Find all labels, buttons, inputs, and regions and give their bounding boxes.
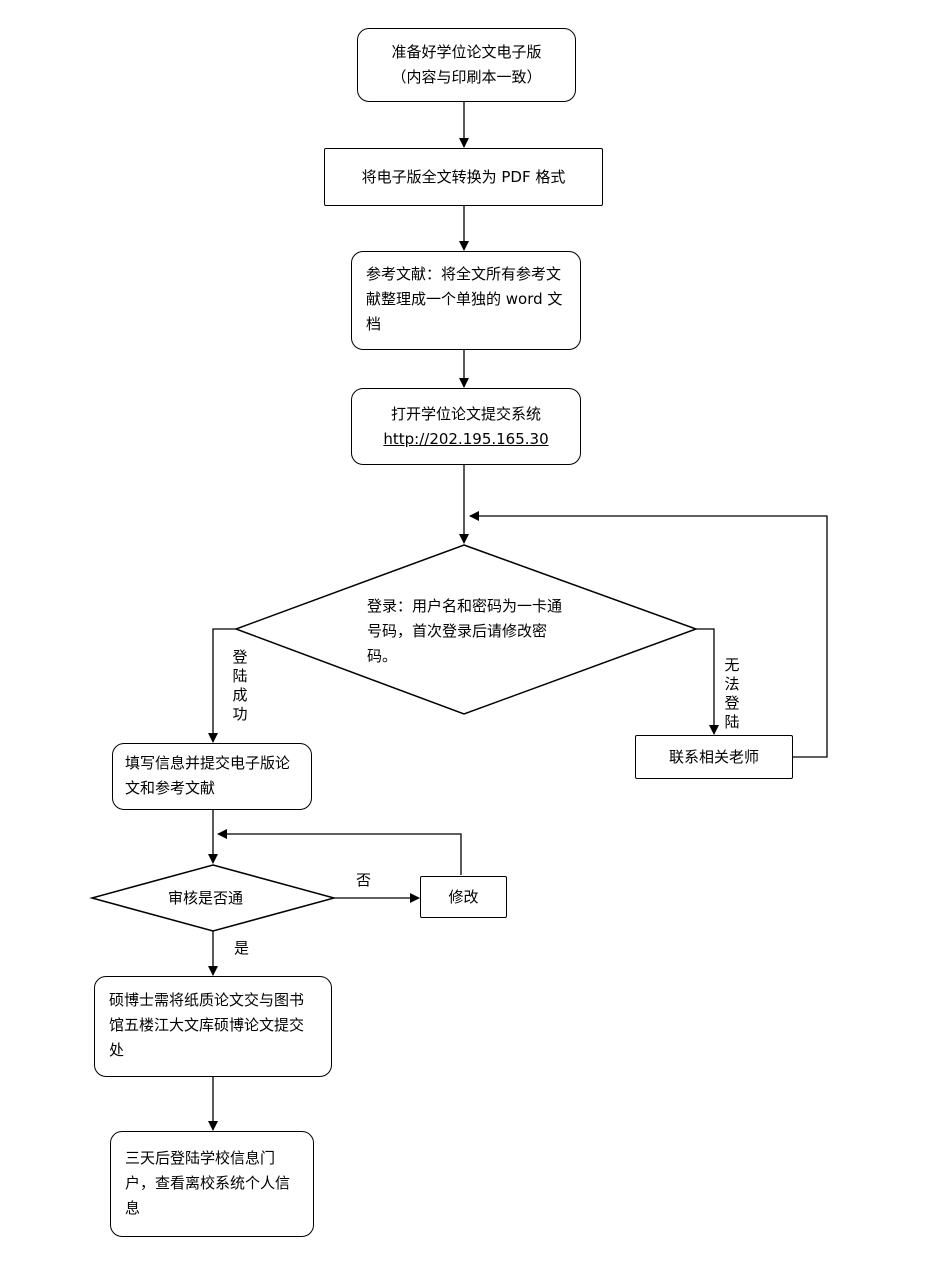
step-submit-paper-text: 硕博士需将纸质论文交与图书馆五楼江大文库硕博论文提交处 [109, 991, 305, 1059]
system-url-link[interactable]: http://202.195.165.30 [383, 429, 549, 448]
step-modify-text: 修改 [448, 887, 479, 906]
step-fill-text: 填写信息并提交电子版论文和参考文献 [125, 754, 291, 797]
step-modify: 修改 [420, 876, 507, 918]
login-decision-shape [233, 544, 699, 715]
label-login-fail: 无法登陆 [724, 656, 740, 731]
label-review-no: 否 [356, 871, 372, 889]
step-prepare-thesis: 准备好学位论文电子版 （内容与印刷本一致） [357, 28, 576, 102]
label-login-success: 登陆成功 [232, 648, 248, 723]
step-open-system: 打开学位论文提交系统 http://202.195.165.30 [351, 388, 581, 465]
label-review-yes: 是 [234, 939, 250, 957]
step-check-text: 三天后登陆学校信息门户，查看离校系统个人信息 [125, 1149, 291, 1217]
step-fill-info: 填写信息并提交电子版论文和参考文献 [112, 743, 312, 810]
step-contact-teacher: 联系相关老师 [635, 735, 793, 779]
step-convert-text: 将电子版全文转换为 PDF 格式 [361, 167, 566, 186]
step-prepare-line2: （内容与印刷本一致） [391, 68, 542, 86]
step-open-system-text: 打开学位论文提交系统 [390, 404, 541, 423]
step-references: 参考文献：将全文所有参考文献整理成一个单独的 word 文档 [351, 251, 581, 350]
step-check-info: 三天后登陆学校信息门户，查看离校系统个人信息 [110, 1131, 314, 1237]
review-decision-shape [89, 864, 337, 932]
review-decision-text: 审核是否通 [168, 889, 244, 907]
step-contact-text: 联系相关老师 [668, 747, 759, 766]
step-references-text: 参考文献：将全文所有参考文献整理成一个单独的 word 文档 [366, 265, 563, 333]
step-convert-pdf: 将电子版全文转换为 PDF 格式 [324, 148, 603, 206]
step-submit-paper: 硕博士需将纸质论文交与图书馆五楼江大文库硕博论文提交处 [94, 976, 332, 1077]
step-prepare-line1: 准备好学位论文电子版 [391, 43, 542, 61]
login-decision-text: 登录：用户名和密码为一卡通号码，首次登录后请修改密码。 [367, 597, 563, 665]
